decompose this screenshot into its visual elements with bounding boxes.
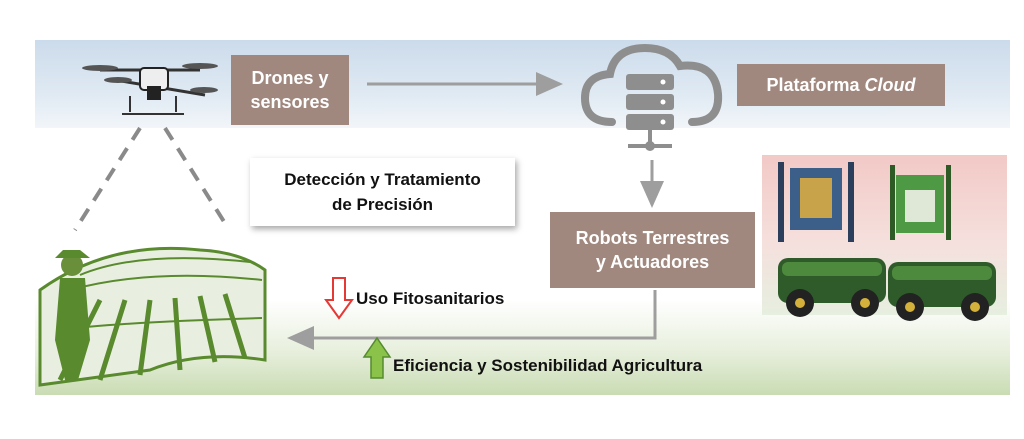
up-arrow-icon	[362, 336, 392, 379]
cloud-server-icon	[580, 43, 723, 151]
detection-treatment-box: Detección y Tratamiento de Precisión	[250, 158, 515, 226]
detection-line1: Detección y Tratamiento	[284, 170, 481, 189]
cloud-platform-box: Plataforma Cloud	[737, 64, 945, 106]
drones-line1: Drones y	[251, 68, 329, 88]
robots-line1: Robots Terrestres	[575, 228, 730, 248]
down-arrow-icon	[324, 277, 354, 320]
eficiencia-sostenibilidad-label: Eficiencia y Sostenibilidad Agricultura	[393, 356, 703, 375]
uso-fitosanitarios-label: Uso Fitosanitarios	[356, 289, 505, 308]
drone-icon	[82, 63, 218, 115]
sensor-cone-right	[163, 126, 230, 230]
ground-robot-1	[778, 258, 886, 317]
sprayer-robot-1	[778, 162, 854, 242]
drones-sensors-box: Drones y sensores	[231, 55, 349, 125]
cloud-italic: Cloud	[864, 75, 916, 95]
arrow-robots-to-field	[287, 290, 657, 350]
robots-actuators-box: Robots Terrestres y Actuadores	[550, 212, 755, 288]
farm-field-icon	[38, 246, 267, 387]
sprayer-robot-2	[890, 165, 951, 240]
detection-line2: de Precisión	[331, 195, 434, 214]
ground-robot-2	[888, 262, 996, 321]
sensor-cone-left	[73, 126, 142, 232]
drones-line2: sensores	[250, 92, 330, 112]
robots-line2: y Actuadores	[595, 252, 710, 272]
cloud-prefix: Plataforma	[766, 75, 865, 95]
